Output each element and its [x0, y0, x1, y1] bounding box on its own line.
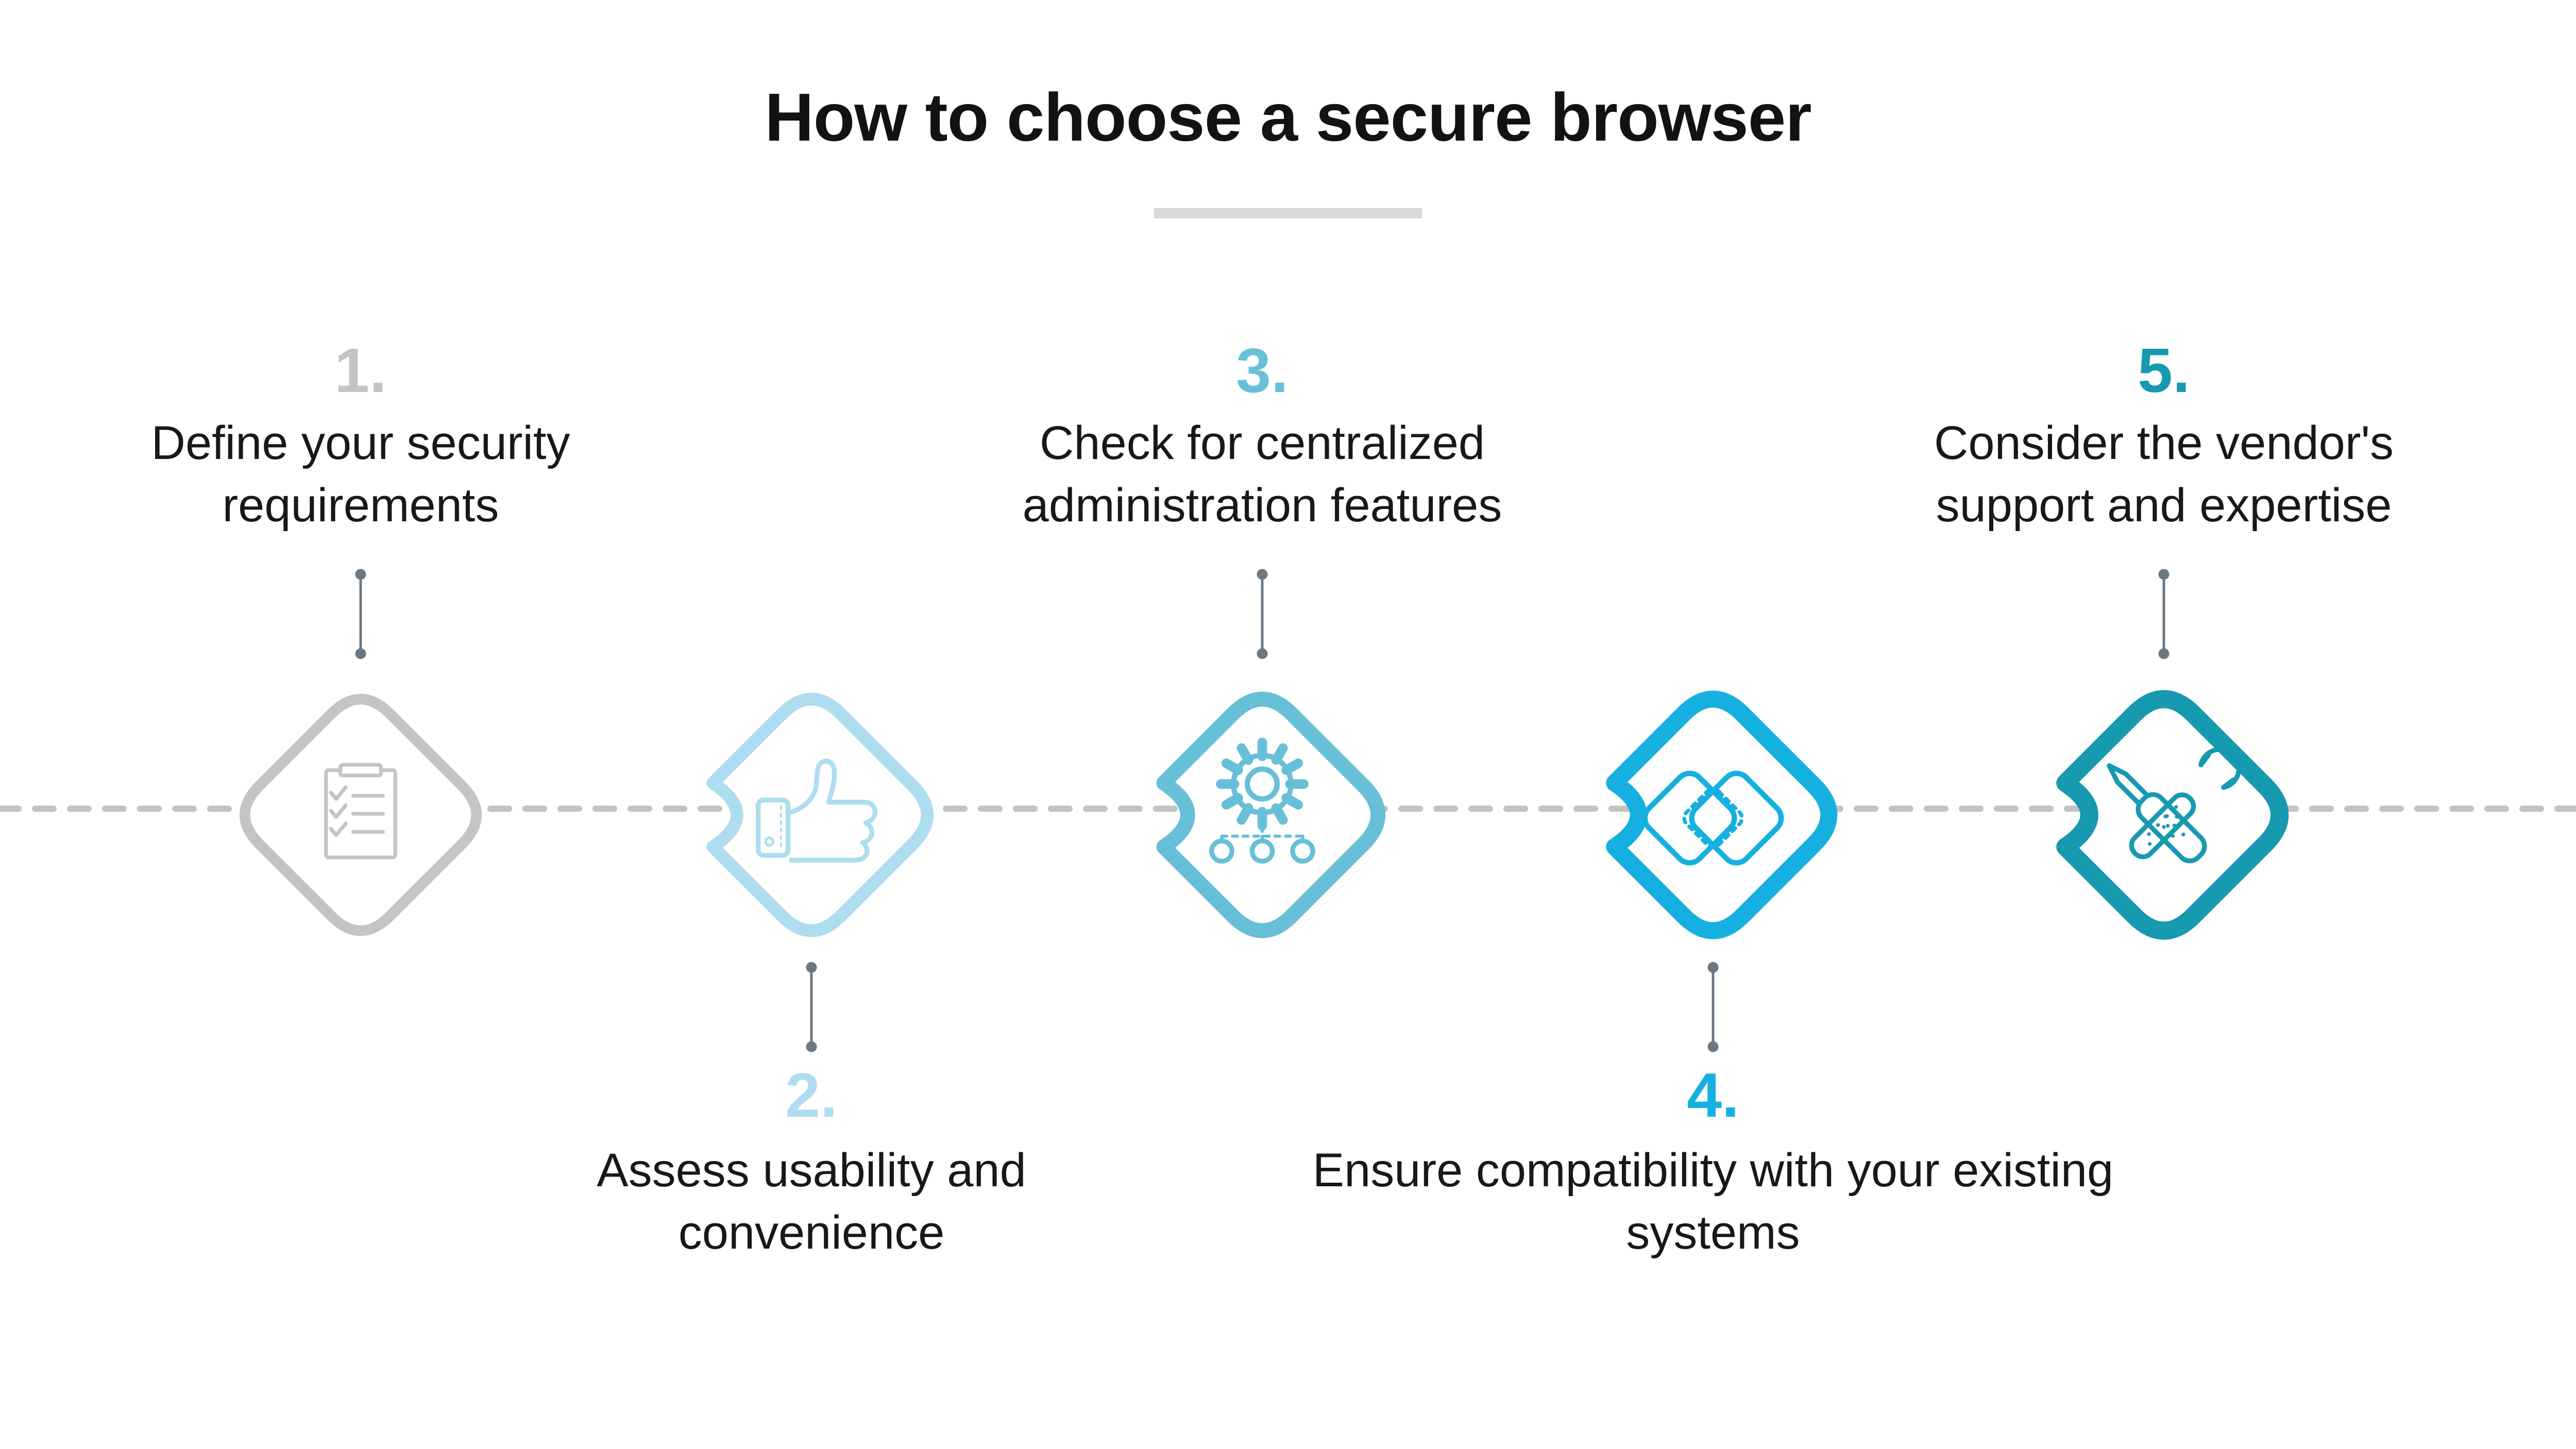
connector-line	[806, 962, 817, 1052]
diamond-badge	[1606, 690, 1838, 940]
clipboard-checklist-icon	[324, 763, 397, 860]
connector-line	[2158, 569, 2170, 659]
page-title: How to choose a secure browser	[765, 79, 1811, 155]
overlapping-squares-icon	[1642, 771, 1784, 866]
diamond-badge	[2056, 690, 2289, 940]
step-number: 5.	[2138, 335, 2190, 405]
connector-line	[355, 569, 366, 659]
step-number: 2.	[785, 1060, 838, 1130]
step-label: Define your security requirements	[151, 417, 570, 532]
step-label: Consider the vendor's support and expert…	[1934, 417, 2394, 532]
step-number: 4.	[1687, 1060, 1739, 1130]
gear-admin-icon	[1209, 738, 1315, 864]
diamond-badge	[240, 694, 482, 936]
wrench-screwdriver-icon	[2107, 747, 2242, 863]
step-number: 3.	[1236, 335, 1289, 405]
title-underline	[1154, 208, 1422, 218]
connector-line	[1257, 569, 1268, 659]
connector-line	[1707, 962, 1719, 1052]
step-label: Ensure compatibility with your existing …	[1312, 1144, 2114, 1259]
diamond-badge	[706, 693, 934, 937]
step-label: Check for centralized administration fea…	[1022, 417, 1502, 532]
diamond-badge	[1156, 691, 1386, 939]
step-label: Assess usability and convenience	[597, 1144, 1026, 1259]
thumbs-up-icon	[756, 758, 877, 863]
step-number: 1.	[334, 335, 387, 405]
